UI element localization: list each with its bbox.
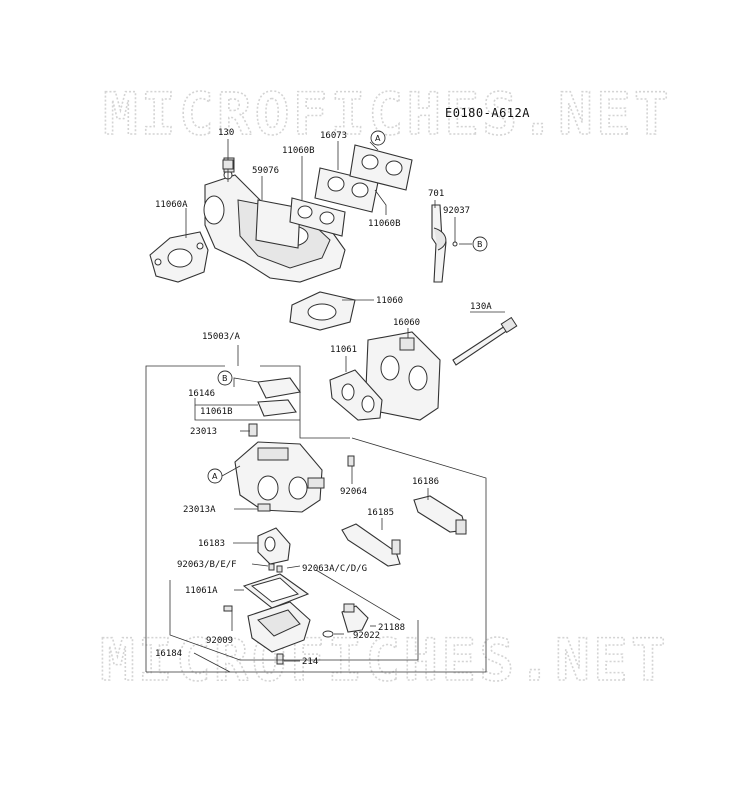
carburetor-frame: [145, 345, 487, 673]
clip-92037: [452, 241, 458, 247]
label-16184: 16184: [155, 649, 182, 659]
svg-text:B: B: [477, 240, 483, 249]
gasket-11060: [289, 291, 356, 331]
hose-701: [431, 204, 447, 283]
reference-code: E0180-A612A: [445, 106, 530, 120]
label-16060: 16060: [393, 318, 420, 328]
gasket-11060a: [149, 231, 209, 283]
label-11061a: 11061A: [185, 586, 218, 596]
label-16185: 16185: [367, 508, 394, 518]
label-16073: 16073: [320, 131, 347, 141]
leader-lines: [169, 139, 505, 673]
label-11061: 11061: [330, 345, 357, 355]
callout-b-right: B: [472, 236, 488, 252]
label-23013a: 23013A: [183, 505, 216, 515]
carburetor-body: [234, 441, 325, 513]
plate-11060b-right: [349, 144, 413, 191]
cover-16146: [257, 377, 301, 399]
label-16186: 16186: [412, 477, 439, 487]
label-15003a: 15003/A: [202, 332, 241, 342]
gasket-11061a: [242, 573, 310, 609]
label-21188: 21188: [378, 623, 405, 633]
float-16183: [257, 527, 291, 565]
bolt-130a: [452, 316, 518, 366]
label-16183: 16183: [198, 539, 225, 549]
lever-16185: [341, 523, 401, 567]
label-92063bef: 92063/B/E/F: [177, 560, 237, 570]
label-11060b-right: 11060B: [368, 219, 401, 229]
screw-23013a: [257, 503, 271, 512]
label-11060: 11060: [376, 296, 403, 306]
svg-text:A: A: [375, 134, 381, 143]
lever-16186: [413, 495, 467, 535]
callout-b-left: B: [217, 370, 233, 386]
label-11060b-top: 11060B: [282, 146, 315, 156]
label-16146: 16146: [188, 389, 215, 399]
label-701: 701: [428, 189, 444, 199]
screw-214: [276, 653, 284, 665]
oring-92022: [322, 630, 334, 638]
svg-text:A: A: [212, 472, 218, 481]
plate-11060b-left: [289, 197, 346, 237]
watermark-top: MICROFICHES.NET: [103, 80, 672, 148]
jets-92063: [268, 563, 283, 573]
label-92009: 92009: [206, 636, 233, 646]
label-11061b: 11061B: [200, 407, 233, 417]
gasket-11061b: [257, 399, 297, 417]
solenoid-21188: [341, 603, 369, 633]
float-bowl-16184: [247, 601, 311, 653]
screw-92064: [347, 455, 355, 467]
label-130: 130: [218, 128, 234, 138]
spacer-16060: [365, 331, 441, 421]
callout-a-top: A: [370, 130, 386, 146]
label-92037: 92037: [443, 206, 470, 216]
label-130a: 130A: [470, 302, 492, 312]
part-labels: 130 16073 11060B 59076 11060A 11060B 701…: [155, 128, 492, 667]
callout-a-left: A: [207, 468, 223, 484]
label-92063acdg: 92063A/C/D/G: [302, 564, 367, 574]
label-214: 214: [302, 657, 318, 667]
gasket-11061: [329, 369, 383, 421]
screw-92009: [223, 605, 233, 612]
screw-23013: [248, 423, 258, 437]
label-92022: 92022: [353, 631, 380, 641]
label-59076: 59076: [252, 166, 279, 176]
label-23013: 23013: [190, 427, 217, 437]
label-92064: 92064: [340, 487, 367, 497]
label-11060a: 11060A: [155, 200, 188, 210]
gasket-59076: [255, 199, 301, 249]
svg-text:B: B: [222, 374, 228, 383]
